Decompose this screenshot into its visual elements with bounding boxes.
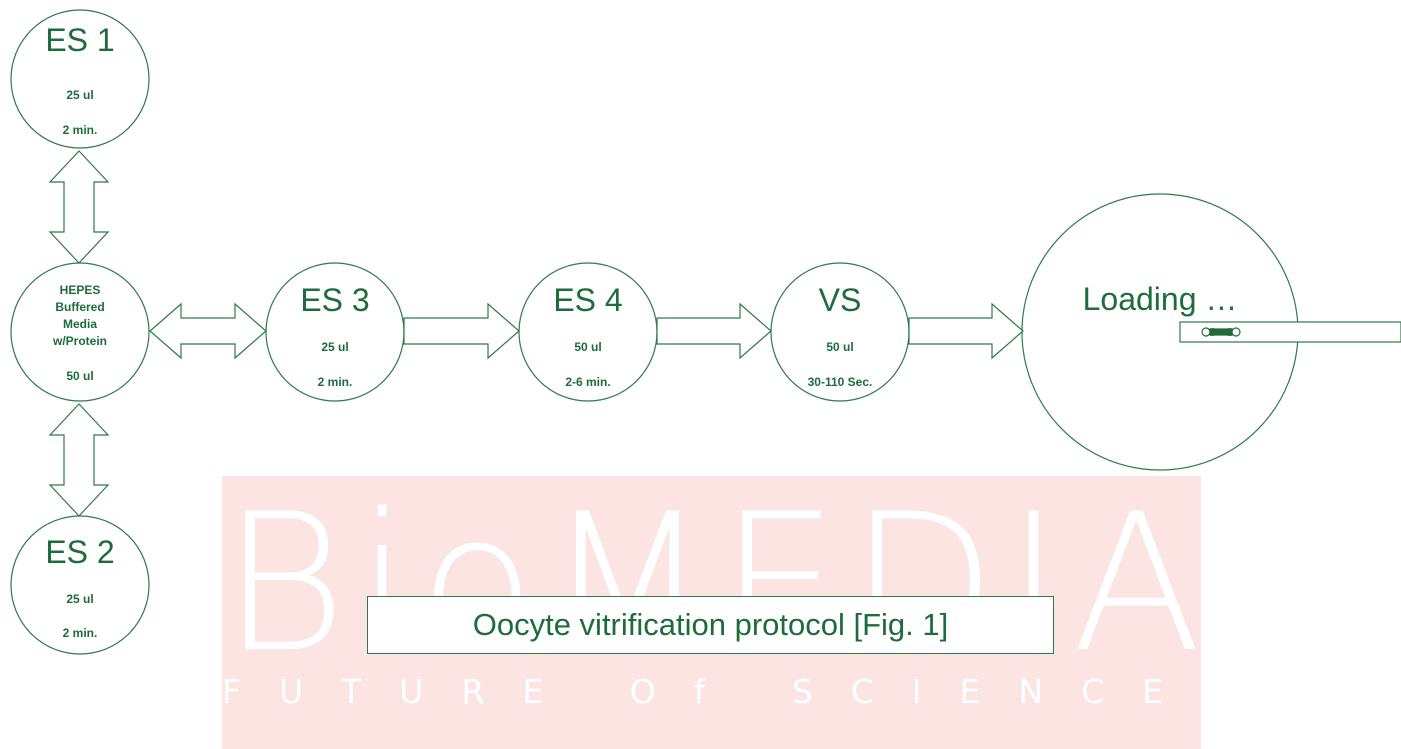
- es1-title: ES 1: [45, 22, 115, 58]
- hepes-line4: w/Protein: [52, 334, 107, 348]
- hepes-circle: [10, 262, 150, 402]
- es2-circle: [10, 515, 150, 655]
- straw-plug-icon: [1201, 327, 1241, 337]
- loading-node: Loading …: [1022, 194, 1298, 470]
- vs-node: VS 50 ul 30-110 Sec.: [771, 263, 909, 401]
- hepes-node: HEPES Buffered Media w/Protein 50 ul: [11, 263, 149, 401]
- hepes-line3: Media: [62, 317, 97, 331]
- es3-title: ES 3: [300, 282, 370, 318]
- figure-caption: Oocyte vitrification protocol [Fig. 1]: [367, 596, 1054, 654]
- es1-node: ES 1 25 ul 2 min.: [11, 10, 149, 148]
- es3-time: 2 min.: [317, 375, 353, 389]
- es3-volume: 25 ul: [321, 340, 349, 354]
- arrow-vs-loading: [908, 302, 1024, 360]
- vs-time: 30-110 Sec.: [807, 375, 873, 389]
- es2-volume: 25 ul: [66, 592, 94, 606]
- es1-circle: [10, 9, 150, 149]
- es4-node: ES 4 50 ul 2-6 min.: [519, 263, 657, 401]
- vs-volume: 50 ul: [826, 340, 854, 354]
- hepes-volume: 50 ul: [66, 369, 94, 383]
- arrow-es3-es4: [403, 302, 520, 360]
- es2-time: 2 min.: [62, 626, 98, 640]
- es4-time: 2-6 min.: [565, 375, 611, 389]
- watermark-tagline: FUTURE Of SCIENCE: [222, 672, 1201, 711]
- es3-node: ES 3 25 ul 2 min.: [266, 263, 404, 401]
- double-arrow-es1-hepes: [48, 150, 110, 264]
- es2-title: ES 2: [45, 534, 115, 570]
- es1-time: 2 min.: [62, 123, 98, 137]
- es2-node: ES 2 25 ul 2 min.: [11, 516, 149, 654]
- es4-volume: 50 ul: [574, 340, 602, 354]
- hepes-line2: Buffered: [55, 300, 105, 314]
- double-arrow-hepes-es2: [48, 403, 110, 517]
- es4-title: ES 4: [553, 282, 623, 318]
- es1-volume: 25 ul: [66, 88, 94, 102]
- vs-title: VS: [818, 282, 862, 318]
- hepes-line1: HEPES: [59, 283, 101, 297]
- loading-title: Loading …: [1082, 281, 1238, 317]
- straw: [1179, 321, 1401, 343]
- double-arrow-hepes-es3: [149, 302, 267, 360]
- arrow-es4-vs: [656, 302, 772, 360]
